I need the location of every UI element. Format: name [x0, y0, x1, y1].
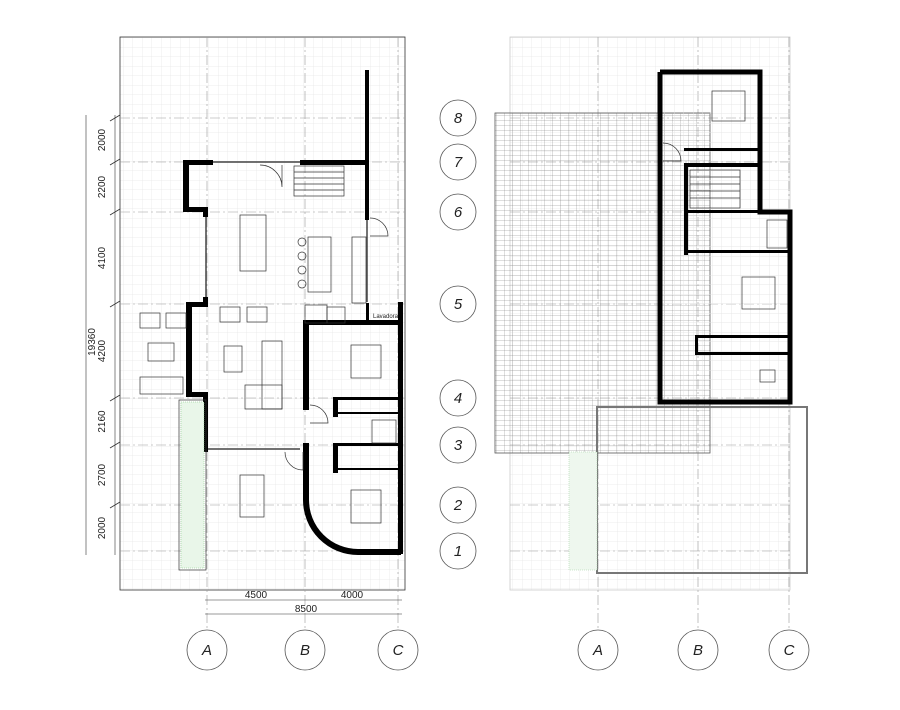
row-axis-label: 7	[454, 154, 463, 171]
total-horizontal-dimension: 8500	[295, 604, 318, 615]
total-vertical-dimension: 19360	[87, 328, 98, 356]
row-axis-bubble	[439, 193, 477, 231]
column-axis-label: A	[201, 642, 212, 659]
ground-floor-frame	[119, 36, 406, 591]
row-axis-label: 2	[453, 497, 463, 514]
row-axis-label: 4	[454, 390, 462, 407]
row-axis-bubble	[439, 532, 477, 570]
column-axis-bubble	[677, 629, 719, 671]
column-axis-label: C	[784, 642, 795, 659]
vertical-dimension: 2000	[97, 516, 108, 539]
horizontal-dimension-b-c: 4000	[341, 590, 364, 601]
glazing	[205, 161, 368, 450]
upper-floor-furniture	[662, 90, 788, 383]
column-axis-bubble	[577, 629, 619, 671]
column-axis-label: A	[592, 642, 603, 659]
row-axis-label: 5	[454, 296, 463, 313]
column-axis-label: C	[393, 642, 404, 659]
column-axis-bubble	[186, 629, 228, 671]
column-axis-bubble	[377, 629, 419, 671]
column-axis-label: B	[693, 642, 703, 659]
horizontal-dimension-a-b: 4500	[245, 590, 268, 601]
row-axis-bubble	[439, 143, 477, 181]
row-axis-label: 6	[454, 204, 463, 221]
row-axis-bubble	[439, 486, 477, 524]
row-axis-bubble	[439, 426, 477, 464]
upper-floor-interior	[660, 72, 790, 402]
row-axis-label: 3	[454, 437, 463, 454]
upper-floor-interior-walls	[684, 148, 790, 355]
vertical-dimension: 2200	[97, 175, 108, 198]
ground-floor-furniture	[139, 164, 397, 571]
vertical-dimension: 2700	[97, 463, 108, 486]
vertical-dimension: 2160	[97, 410, 108, 433]
vertical-dimension: 4100	[97, 246, 108, 269]
row-axis-label: 1	[454, 543, 462, 560]
row-axis-label: 8	[454, 110, 463, 127]
planter	[180, 401, 205, 569]
row-axis-bubble	[439, 379, 477, 417]
column-axis-label: B	[300, 642, 310, 659]
column-axis-bubble	[284, 629, 326, 671]
row-axis-bubble	[439, 285, 477, 323]
row-axis-bubble	[439, 99, 477, 137]
vertical-dimension: 2000	[97, 128, 108, 151]
laundry-label: Lavadora	[373, 314, 399, 320]
vertical-dimension: 4200	[97, 339, 108, 362]
column-axis-bubble	[768, 629, 810, 671]
ground-floor-walls	[183, 70, 403, 554]
curved-bedroom-wall	[303, 470, 401, 555]
upper-planter	[568, 451, 598, 571]
